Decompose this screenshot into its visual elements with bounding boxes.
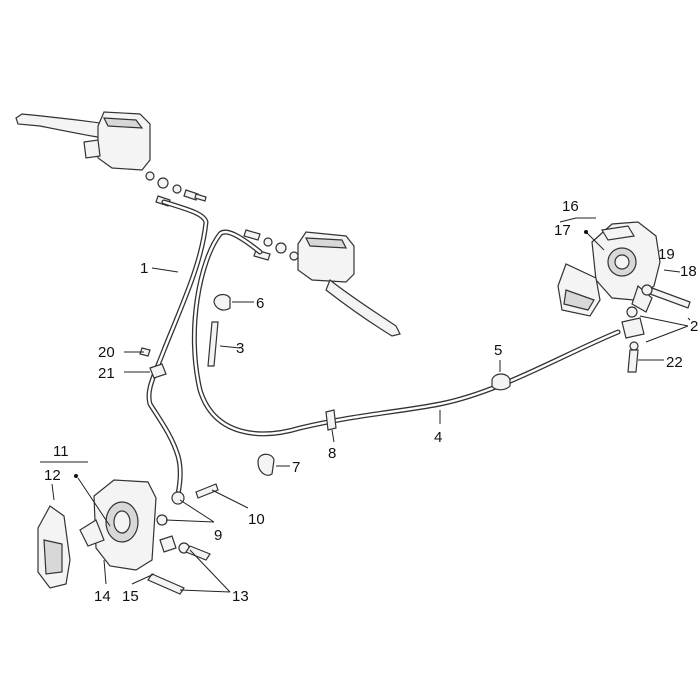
callout-11: 11	[53, 443, 69, 460]
clip-7	[257, 453, 275, 476]
rear-caliper-assembly	[591, 221, 661, 313]
callout-3: 3	[236, 340, 244, 357]
callout-20: 20	[98, 344, 115, 361]
front-brake-lever-assembly	[15, 111, 151, 171]
hose-clamp-8	[325, 409, 337, 431]
rear-brake-pads-17	[557, 263, 601, 317]
callout-18: 18	[680, 263, 697, 280]
callout-8: 8	[328, 445, 336, 462]
front-bolts-washers	[147, 483, 219, 595]
callout-17: 17	[554, 222, 571, 239]
brake-hose-4	[191, 229, 621, 437]
bolt-18	[641, 284, 691, 309]
front-brake-pads-12	[37, 505, 71, 589]
pin-3	[207, 321, 219, 367]
leader-lines	[40, 217, 691, 593]
callouts: 1 2 3 4 5 6 7 8 9 10 11 12 13 14 15 16 1…	[44, 198, 698, 605]
brake-hose-1	[146, 199, 209, 497]
callout-9: 9	[214, 527, 222, 544]
callout-1: 1	[140, 260, 148, 277]
callout-15: 15	[122, 588, 139, 605]
callout-19: 19	[658, 246, 675, 263]
callout-4: 4	[434, 429, 442, 446]
callout-21: 21	[98, 365, 115, 382]
upper-centre-fittings	[243, 229, 299, 261]
upper-left-fittings	[145, 171, 207, 207]
callout-7: 7	[292, 459, 300, 476]
front-caliper-assembly	[79, 479, 157, 571]
clip-6	[213, 293, 231, 311]
callout-22: 22	[666, 354, 683, 371]
callout-6: 6	[256, 295, 264, 312]
callout-16: 16	[562, 198, 579, 215]
callout-5: 5	[494, 342, 502, 359]
callout-13: 13	[232, 588, 249, 605]
callout-2: 2	[690, 318, 698, 335]
callout-12: 12	[44, 467, 61, 484]
hose-clip-21	[149, 363, 167, 379]
rear-brake-lever-assembly	[297, 231, 401, 337]
grommet-5	[491, 373, 511, 391]
rear-banjo-fittings-2-22	[621, 306, 645, 373]
callout-14: 14	[94, 588, 111, 605]
callout-10: 10	[248, 511, 265, 528]
